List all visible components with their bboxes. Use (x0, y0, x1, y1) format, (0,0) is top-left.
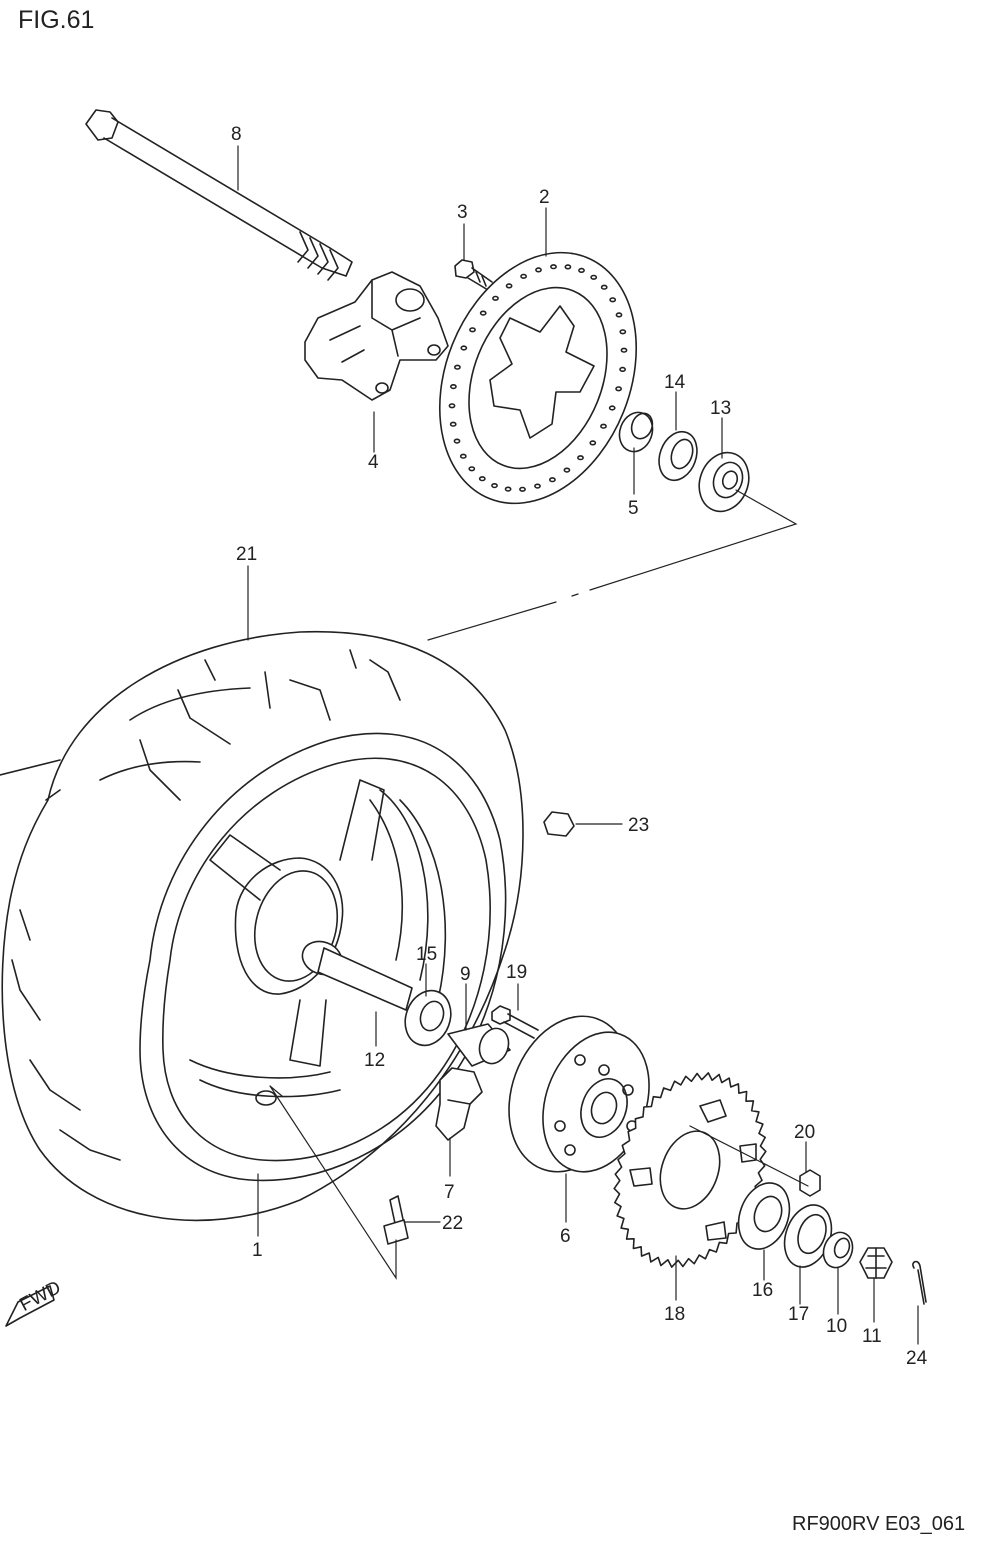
disc-hole (608, 405, 616, 411)
part-axle (85, 109, 353, 281)
disc-hole (564, 264, 572, 270)
disc-hole (534, 483, 541, 489)
disc-hole (620, 347, 628, 353)
disc-hole (504, 486, 512, 492)
callout-6: 6 (560, 1226, 571, 1247)
callout-7: 7 (444, 1182, 455, 1203)
assembly-line-valve (269, 1085, 397, 1281)
part-brake-disc (438, 251, 638, 505)
callout-11: 11 (862, 1326, 882, 1347)
disc-hole (448, 403, 456, 409)
callout-22: 22 (442, 1213, 463, 1234)
disc-hole (577, 455, 584, 461)
disc-hole (460, 345, 468, 351)
disc-hole (478, 476, 486, 482)
disc-hole (459, 453, 467, 459)
disc-hole (519, 486, 526, 492)
callout-23: 23 (628, 815, 649, 836)
callout-5: 5 (628, 498, 639, 519)
disc-hole (619, 366, 626, 373)
callout-10: 10 (826, 1316, 847, 1337)
part-axle-nut (859, 1247, 893, 1279)
callout-19: 19 (506, 962, 527, 983)
disc-hole (469, 327, 476, 333)
fwd-label: FWD (16, 1277, 64, 1316)
callout-3: 3 (457, 202, 468, 223)
callout-8: 8 (231, 124, 242, 145)
disc-hole (535, 267, 542, 273)
figure-title: FIG.61 (18, 6, 94, 34)
callout-16: 16 (752, 1280, 773, 1301)
fwd-arrow-icon: FWD (5, 1277, 64, 1327)
disc-hole (600, 284, 608, 290)
disc-hole (590, 274, 598, 280)
part-sprocket-bolt (491, 1005, 539, 1039)
disc-hole (479, 310, 487, 316)
assembly-line-lower (689, 1125, 809, 1187)
callout-20: 20 (794, 1122, 815, 1143)
part-sprocket-nut (799, 1169, 821, 1197)
callout-9: 9 (460, 964, 471, 985)
part-bearing-13 (698, 451, 750, 513)
callout-24: 24 (906, 1348, 928, 1369)
callout-21: 21 (236, 544, 257, 565)
disc-hole (563, 467, 571, 473)
part-wheel-assembly (0, 630, 524, 1222)
callout-labels: 8 3 2 14 13 4 5 21 23 15 9 19 12 20 7 6 … (231, 124, 928, 1369)
part-rear-sprocket (613, 1072, 767, 1268)
disc-hole (550, 264, 557, 270)
disc-hole (505, 283, 513, 289)
disc-hole (615, 312, 623, 318)
disc-hole (600, 423, 607, 429)
disc-hole (609, 297, 617, 303)
callout-13: 13 (710, 398, 731, 419)
disc-hole (615, 386, 622, 392)
part-sprocket-drum (508, 1015, 650, 1173)
part-balance-weight (543, 811, 575, 837)
disc-hole (468, 466, 476, 472)
callout-2: 2 (539, 187, 550, 208)
callout-1: 1 (252, 1240, 263, 1261)
part-spacer-10 (822, 1231, 854, 1269)
part-disc-bolt (454, 259, 493, 291)
part-oil-seal-14 (658, 430, 698, 482)
part-spacer-9 (447, 1023, 511, 1067)
part-cotter-pin (912, 1260, 927, 1305)
callout-4: 4 (368, 452, 379, 473)
figure-code: RF900RV E03_061 (792, 1513, 965, 1535)
disc-hole (449, 421, 457, 427)
leader-lines (237, 145, 919, 1345)
disc-hole (619, 329, 627, 335)
part-caliper-bracket (304, 271, 449, 401)
assembly-line-upper (427, 489, 798, 641)
disc-hole (578, 267, 585, 274)
callout-12: 12 (364, 1050, 385, 1071)
disc-hole (449, 384, 457, 390)
callout-15: 15 (416, 944, 437, 965)
disc-hole (549, 477, 556, 483)
callout-18: 18 (664, 1304, 685, 1325)
disc-hole (520, 273, 527, 279)
part-bearing-15 (404, 989, 452, 1047)
disc-hole (453, 364, 461, 370)
part-tire-valve (383, 1195, 409, 1245)
part-spacer-5 (618, 411, 654, 453)
disc-hole (492, 295, 499, 301)
disc-hole (589, 440, 597, 446)
part-sprocket-damper (435, 1067, 483, 1141)
callout-14: 14 (664, 372, 686, 393)
disc-hole (491, 483, 498, 489)
callout-17: 17 (788, 1304, 809, 1325)
disc-hole (453, 438, 461, 444)
part-bearing-16 (737, 1182, 791, 1250)
